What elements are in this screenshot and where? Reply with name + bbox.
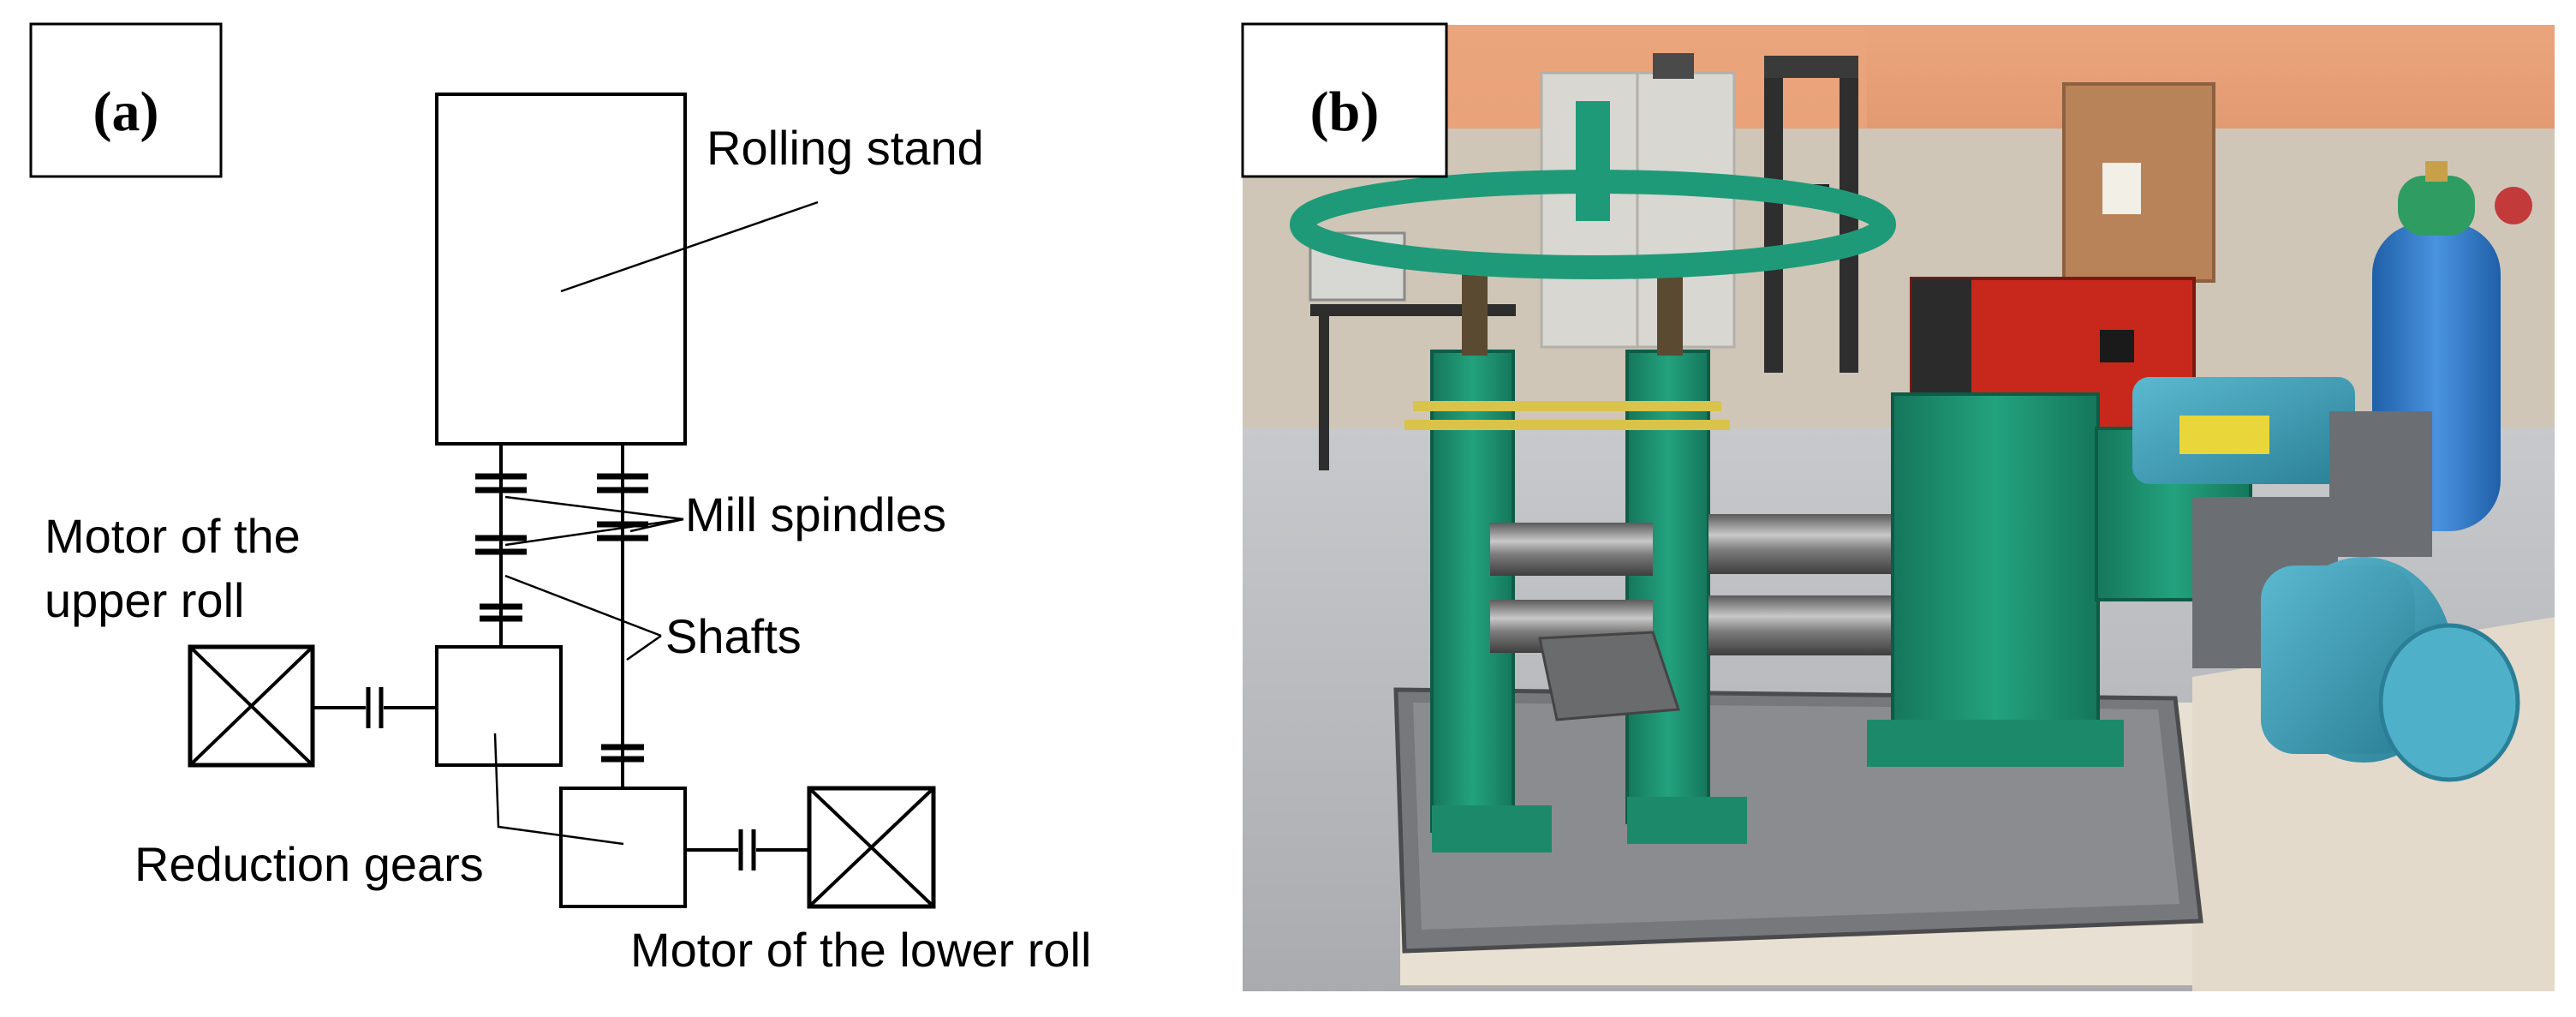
shafts-leaders	[504, 574, 662, 661]
upper-roll	[1490, 523, 1653, 576]
motor-upper-label	[2179, 416, 2269, 454]
motor-upper-text-line2: upper roll	[45, 573, 244, 627]
lower-spindle	[1708, 595, 1905, 655]
motor-lower-fan-cover	[2378, 623, 2520, 782]
stand-foot-left	[1432, 805, 1552, 852]
mill-spindles-leader-2	[504, 517, 684, 547]
mill-spindles-text: Mill spindles	[685, 488, 946, 541]
mill-spindles-leaders	[504, 495, 684, 547]
shafts-text: Shafts	[665, 609, 802, 663]
lower-drive-line	[597, 444, 648, 788]
upper-motor-coupling	[313, 687, 437, 728]
motor-lower-text: Motor of the lower roll	[630, 923, 1091, 977]
panel-a-label-box	[29, 22, 223, 178]
mill-spindles-leader-3	[629, 517, 684, 533]
reduction-gears-text: Reduction gears	[134, 837, 484, 891]
door-notice	[2102, 163, 2141, 214]
desk-leg	[1319, 316, 1329, 470]
lower-motor-coupling	[685, 829, 809, 870]
lower-motor-cross-2	[808, 787, 935, 908]
upper-reduction-gear-box	[435, 645, 563, 767]
gearbox-foot	[1867, 720, 2124, 767]
rolling-stand-box	[435, 93, 687, 446]
lower-reduction-gear-box	[559, 787, 687, 908]
wall-upper-right	[1867, 24, 2555, 129]
rolling-stand-text: Rolling stand	[707, 121, 984, 175]
panel-a-label: (a)	[93, 81, 159, 143]
mill-spindles-leader-1	[504, 495, 684, 521]
yellow-rod-upper	[1413, 401, 1721, 411]
yellow-rod-lower	[1404, 420, 1730, 430]
panel-b-photo	[1242, 24, 2555, 992]
upper-motor-cross-2	[188, 645, 314, 767]
upper-spindle	[1708, 514, 1905, 574]
panel-b: (b)	[1241, 22, 1448, 178]
test-frame-top	[1764, 56, 1858, 78]
stand-housing-left	[1430, 350, 1515, 833]
photo-frame	[1241, 23, 2556, 993]
reduction-gears-leaders	[493, 733, 624, 846]
cabinet-box	[1653, 53, 1694, 79]
red-furnace-panel	[2100, 330, 2134, 362]
gas-valve	[2425, 161, 2448, 182]
motor-lower	[2261, 565, 2415, 754]
upper-motor-symbol	[188, 644, 315, 768]
motor-upper-text-line1: Motor of the	[45, 509, 301, 563]
panel-b-label: (b)	[1310, 81, 1380, 143]
entry-tray	[1538, 631, 1681, 721]
stand-foot-right	[1627, 797, 1747, 844]
rolling-stand-photo	[1290, 101, 1905, 852]
screw-right	[1657, 274, 1683, 356]
reduction-gears-leader	[493, 733, 624, 846]
gas-cylinder-top	[2398, 176, 2475, 236]
wall-outlet	[2495, 187, 2532, 224]
shafts-leader-2	[626, 634, 662, 661]
pinion-gearbox-photo	[1867, 392, 2252, 767]
screw-left	[1462, 274, 1488, 356]
panel-a: (a) Rolling stand	[29, 22, 1091, 977]
test-frame-left	[1764, 56, 1783, 373]
panel-b-label-box	[1241, 22, 1448, 178]
upper-gear-reducer	[2329, 411, 2432, 557]
handwheel-hub	[1576, 101, 1610, 221]
rolling-stand-leader	[560, 200, 819, 293]
gearbox-body	[1891, 392, 2100, 751]
upper-drive-line	[475, 444, 527, 647]
motors-photo	[2132, 377, 2520, 782]
shafts-leader-1	[504, 574, 662, 637]
lower-motor-symbol	[807, 786, 936, 909]
